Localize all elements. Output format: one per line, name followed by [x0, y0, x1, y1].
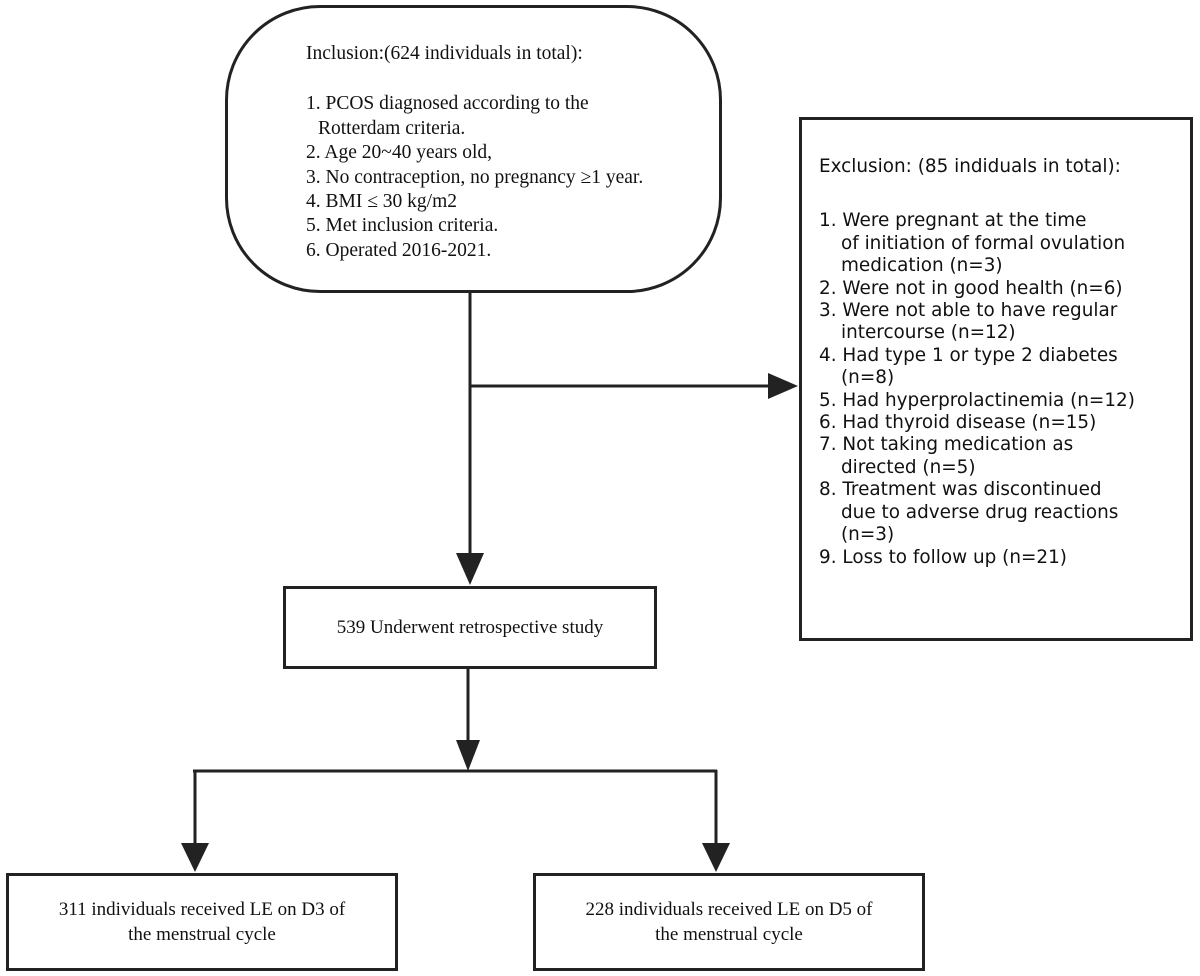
exclusion-item-4-cont: (n=8)	[841, 367, 895, 389]
group-d3-text: 311 individuals received LE on D3 of the…	[51, 897, 353, 947]
arrowhead-to-exclusion	[768, 373, 798, 399]
group-d5-line: 228 individuals received LE on D5 of	[585, 899, 873, 920]
inclusion-criteria-box: Inclusion:(624 individuals in total): 1.…	[225, 5, 722, 293]
exclusion-item-6: 6. Had thyroid disease (n=15)	[819, 412, 1097, 434]
exclusion-item-4: 4. Had type 1 or type 2 diabetes	[819, 344, 1118, 366]
group-d3-line: the menstrual cycle	[128, 924, 276, 945]
group-d3-box: 311 individuals received LE on D3 of the…	[6, 873, 398, 971]
inclusion-item-3: 3. No contraception, no pregnancy ≥1 yea…	[306, 166, 644, 188]
inclusion-title: Inclusion:(624 individuals in total):	[306, 43, 583, 64]
exclusion-item-5: 5. Had hyperprolactinemia (n=12)	[819, 389, 1135, 411]
inclusion-item-2: 2. Age 20~40 years old,	[306, 142, 493, 164]
arrowhead-to-group-d3	[181, 843, 209, 872]
exclusion-criteria-box: Exclusion: (85 indiduals in total): 1. W…	[799, 117, 1193, 641]
group-d5-box: 228 individuals received LE on D5 of the…	[533, 873, 925, 971]
study-label: 539 Underwent retrospective study	[336, 617, 604, 638]
group-d5-line: the menstrual cycle	[655, 924, 803, 945]
inclusion-item-1-cont: Rotterdam criteria.	[318, 117, 466, 139]
exclusion-item-9: 9. Loss to follow up (n=21)	[819, 546, 1067, 568]
inclusion-item-4: 4. BMI ≤ 30 kg/m2	[306, 191, 458, 213]
exclusion-item-7: 7. Not taking medication as	[819, 434, 1074, 456]
exclusion-item-3-cont: intercourse (n=12)	[841, 322, 1016, 344]
exclusion-item-1-cont: of initiation of formal ovulation	[841, 232, 1126, 254]
exclusion-item-2: 2. Were not in good health (n=6)	[819, 277, 1123, 299]
inclusion-item-6: 6. Operated 2016-2021.	[306, 239, 492, 261]
arrowhead-to-study	[456, 553, 484, 585]
group-d3-line: 311 individuals received LE on D3 of	[58, 899, 346, 920]
inclusion-item-1: 1. PCOS diagnosed according to the	[306, 93, 589, 115]
arrowhead-study-down	[456, 740, 480, 771]
study-box: 539 Underwent retrospective study	[283, 586, 657, 669]
exclusion-item-1: 1. Were pregnant at the time	[819, 210, 1087, 232]
arrowhead-to-group-d5	[702, 843, 730, 872]
group-d5-text: 228 individuals received LE on D5 of the…	[577, 897, 880, 947]
inclusion-item-5: 5. Met inclusion criteria.	[306, 215, 499, 237]
exclusion-item-8-cont: (n=3)	[841, 524, 895, 546]
exclusion-item-8: 8. Treatment was discontinued	[819, 479, 1102, 501]
exclusion-title: Exclusion: (85 indiduals in total):	[819, 156, 1121, 177]
exclusion-item-3: 3. Were not able to have regular	[819, 300, 1118, 322]
exclusion-item-8-cont: due to adverse drug reactions	[841, 501, 1119, 523]
exclusion-item-1-cont: medication (n=3)	[841, 255, 1003, 277]
exclusion-item-7-cont: directed (n=5)	[841, 456, 976, 478]
